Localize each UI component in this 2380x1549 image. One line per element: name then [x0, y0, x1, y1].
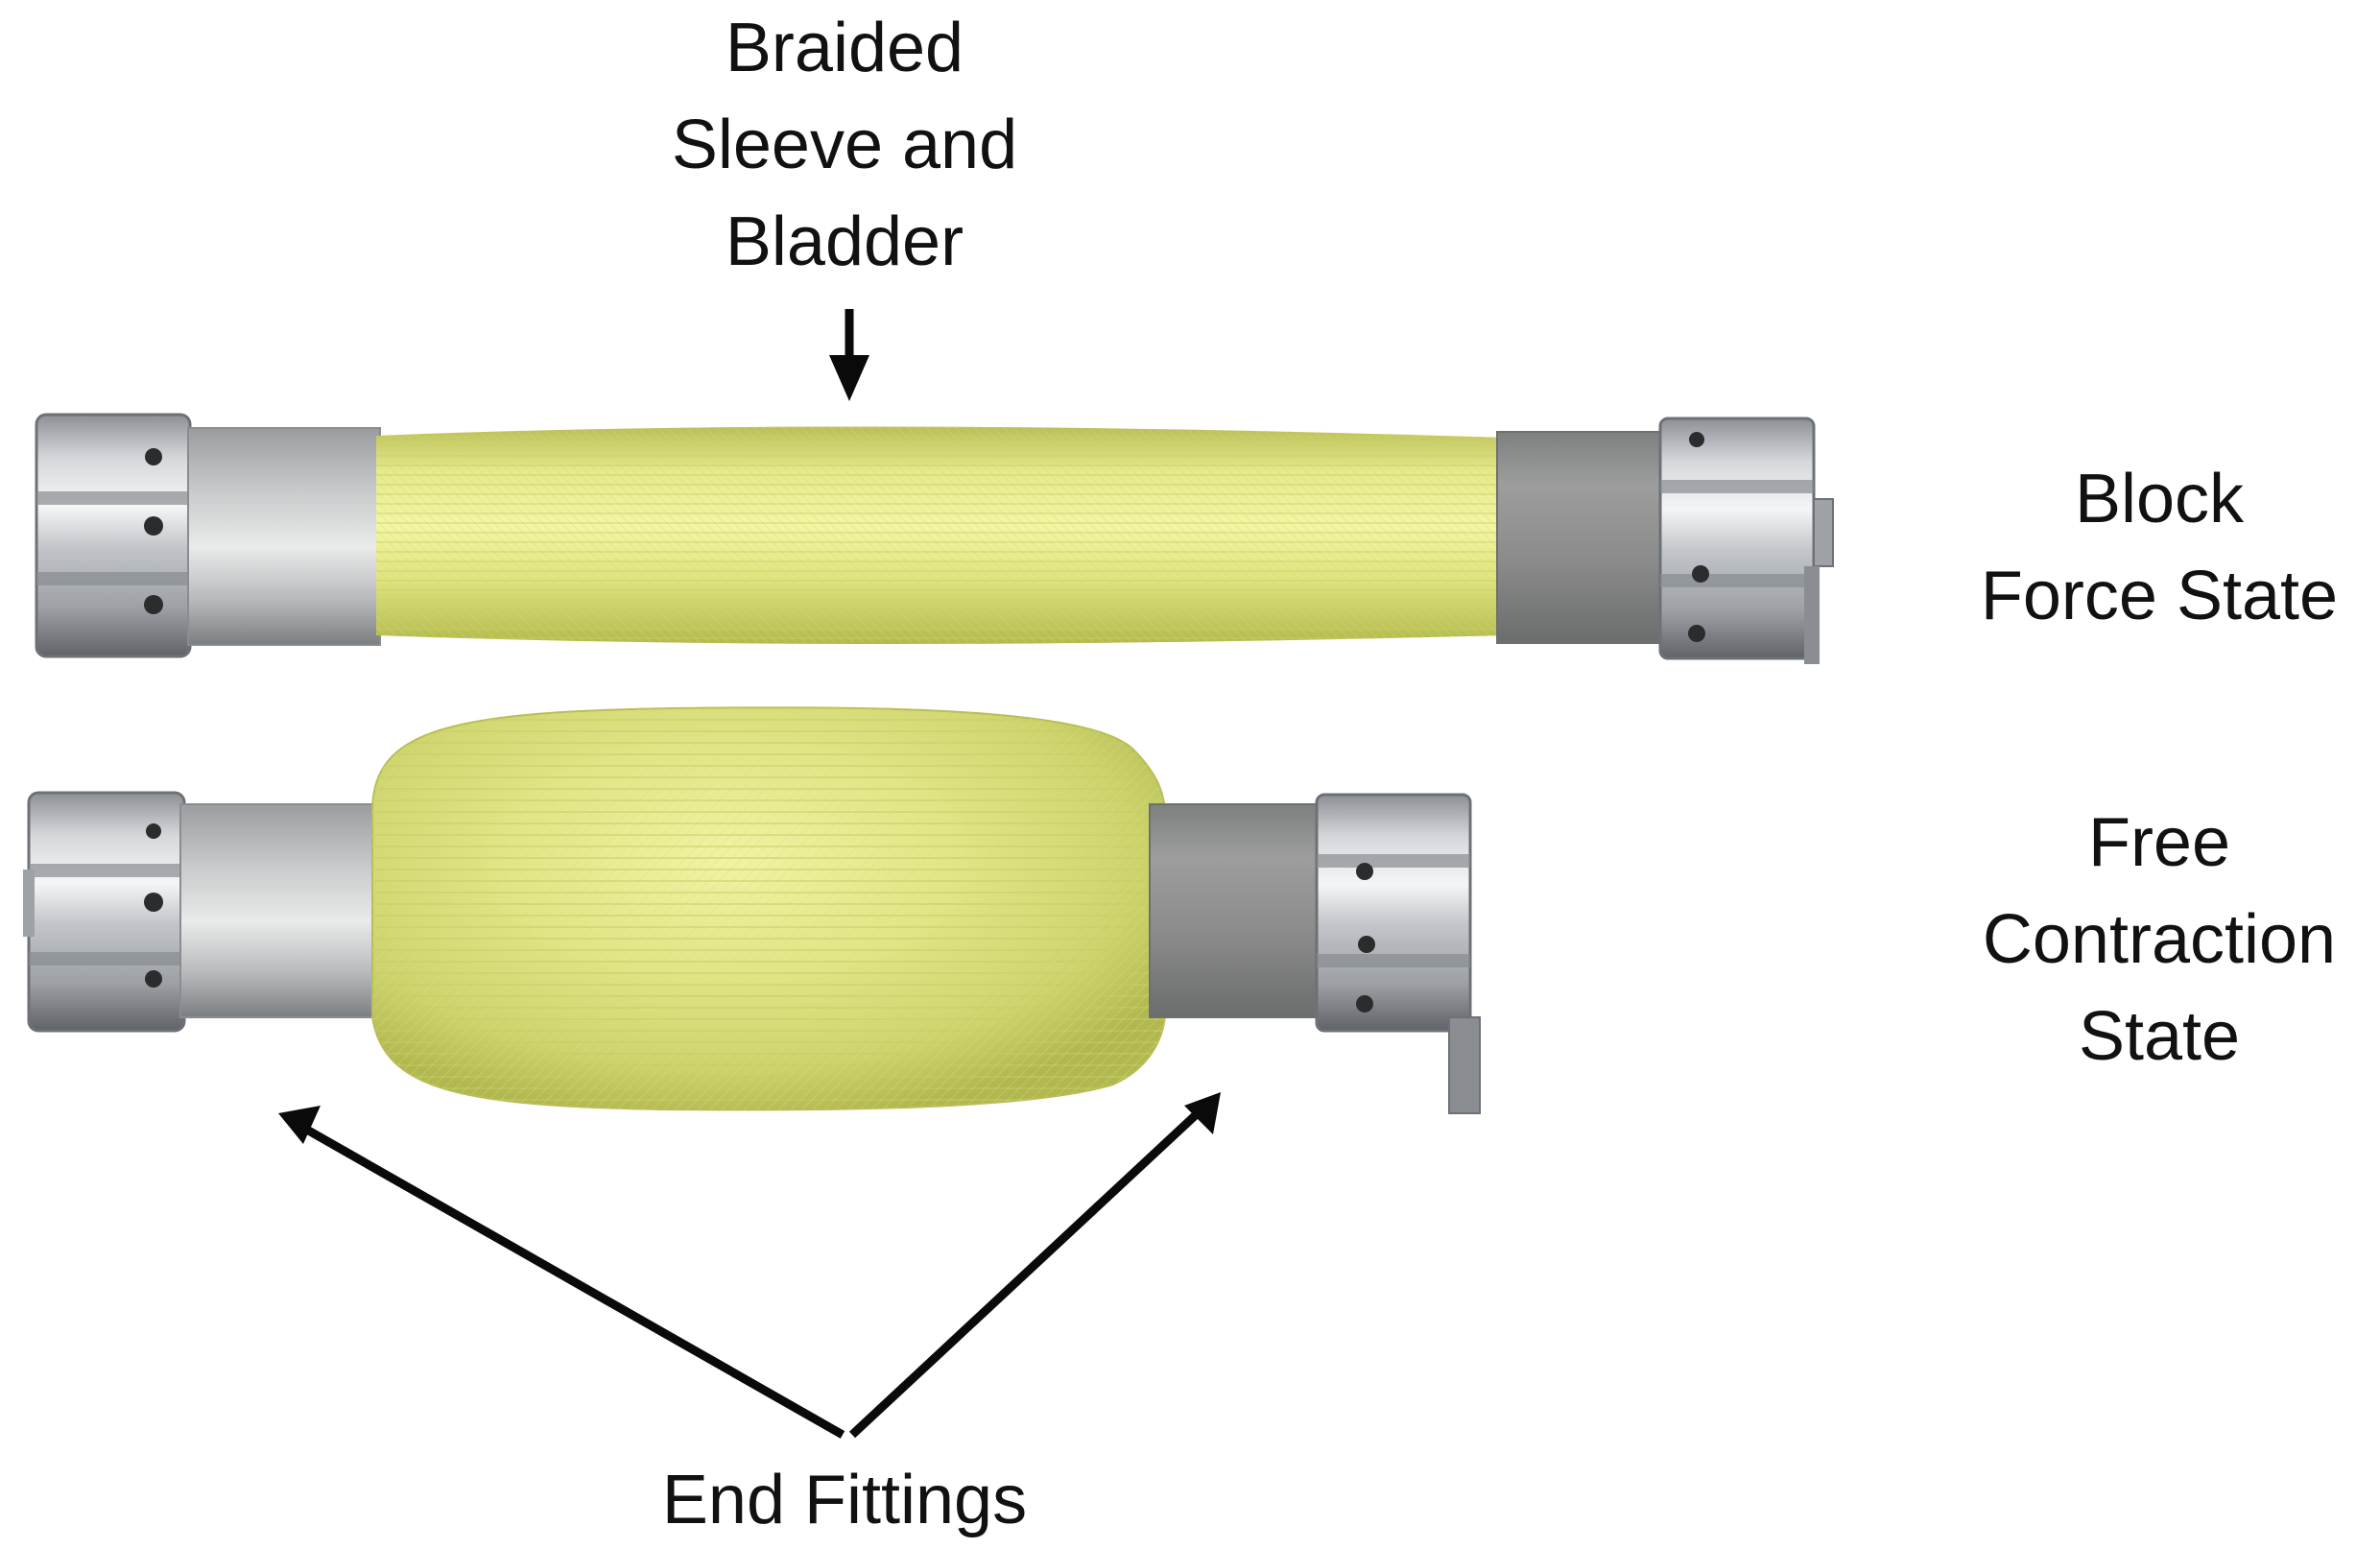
right-collar-top	[1496, 431, 1680, 644]
block-force-actuator	[35, 413, 1834, 664]
braided-sleeve-label-line: Braided	[725, 10, 964, 86]
right-end-fitting-bottom	[1315, 793, 1481, 1114]
braided-sleeve-label: Braided Sleeve and Bladder	[557, 0, 1132, 291]
free-contraction-state-label-line: Free	[2087, 804, 2231, 881]
end-fittings-arrows	[278, 1092, 1221, 1439]
free-contraction-state-label: Free Contraction State	[1891, 795, 2380, 1085]
braided-sleeve-label-line: Sleeve and	[671, 107, 1018, 183]
block-force-state-label: Block Force State	[1891, 451, 2380, 645]
end-fittings-label: End Fittings	[537, 1452, 1152, 1549]
left-collar-bottom	[179, 803, 383, 1018]
free-contraction-state-label-line: State	[2078, 998, 2241, 1075]
end-fittings-label-line: End Fittings	[661, 1462, 1028, 1538]
free-contraction-state-label-line: Contraction	[1982, 901, 2337, 978]
braided-sleeve-label-line: Bladder	[725, 203, 964, 280]
right-end-fitting-top	[1658, 417, 1834, 664]
free-contraction-actuator	[23, 706, 1481, 1114]
block-force-state-label-line: Block	[2074, 461, 2245, 537]
right-collar-bottom	[1149, 803, 1343, 1018]
left-end-fitting-top	[35, 413, 192, 658]
braided-sleeve-top	[376, 426, 1507, 644]
braided-sleeve-bulged	[371, 706, 1166, 1111]
braided-sleeve-arrow	[829, 309, 869, 401]
block-force-state-label-line: Force State	[1980, 558, 2339, 634]
left-end-fitting-bottom	[23, 791, 186, 1033]
left-collar-top	[187, 427, 381, 646]
